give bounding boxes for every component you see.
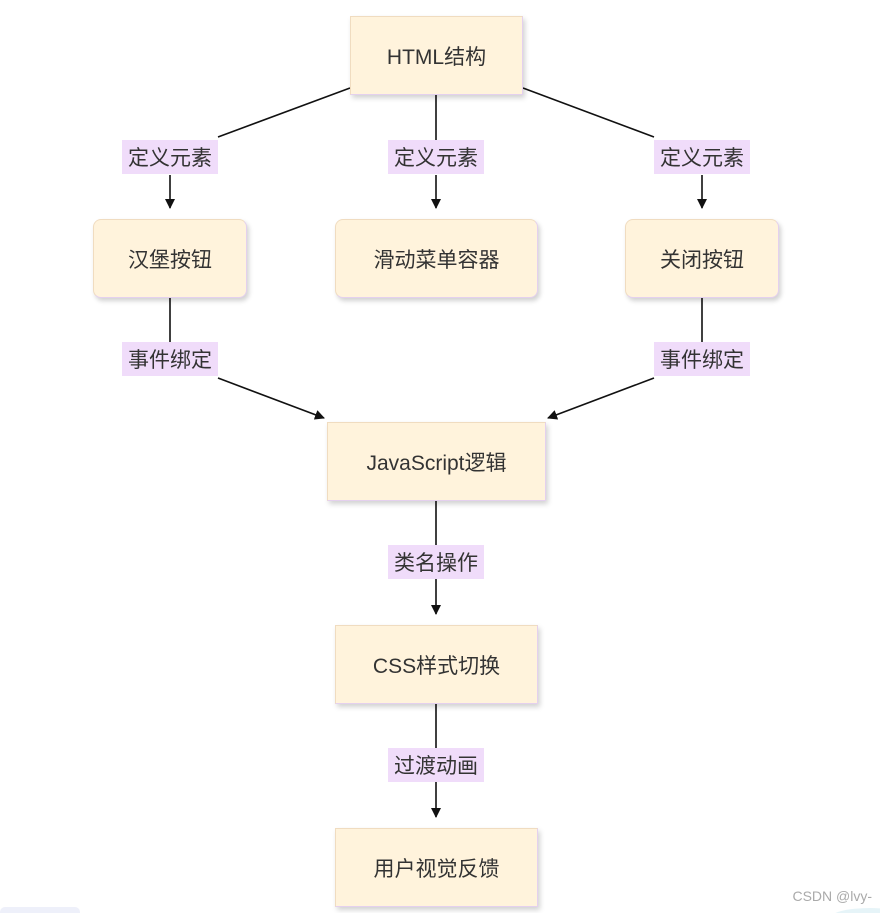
edge-html-close xyxy=(522,87,702,208)
node-css-toggle: CSS样式切换 xyxy=(335,625,538,704)
edge-label-define-middle: 定义元素 xyxy=(388,140,484,174)
edge-label-transition: 过渡动画 xyxy=(388,748,484,782)
edge-label-define-right: 定义元素 xyxy=(654,140,750,174)
node-hamburger-button: 汉堡按钮 xyxy=(93,219,247,298)
bottom-right-decoration xyxy=(835,908,880,913)
node-slide-menu-container: 滑动菜单容器 xyxy=(335,219,538,298)
edge-close-js xyxy=(548,298,703,418)
node-html-structure: HTML结构 xyxy=(350,16,523,95)
bottom-left-decoration xyxy=(0,907,80,913)
edge-label-bind-left: 事件绑定 xyxy=(122,342,218,376)
node-user-feedback: 用户视觉反馈 xyxy=(335,828,538,907)
edge-html-hamburger xyxy=(170,87,351,208)
edge-label-define-left: 定义元素 xyxy=(122,140,218,174)
edge-label-class-op: 类名操作 xyxy=(388,545,484,579)
node-javascript-logic: JavaScript逻辑 xyxy=(327,422,546,501)
watermark: CSDN @lvy- xyxy=(792,888,872,904)
edge-hamburger-js xyxy=(169,298,324,418)
node-close-button: 关闭按钮 xyxy=(625,219,779,298)
edge-label-bind-right: 事件绑定 xyxy=(654,342,750,376)
